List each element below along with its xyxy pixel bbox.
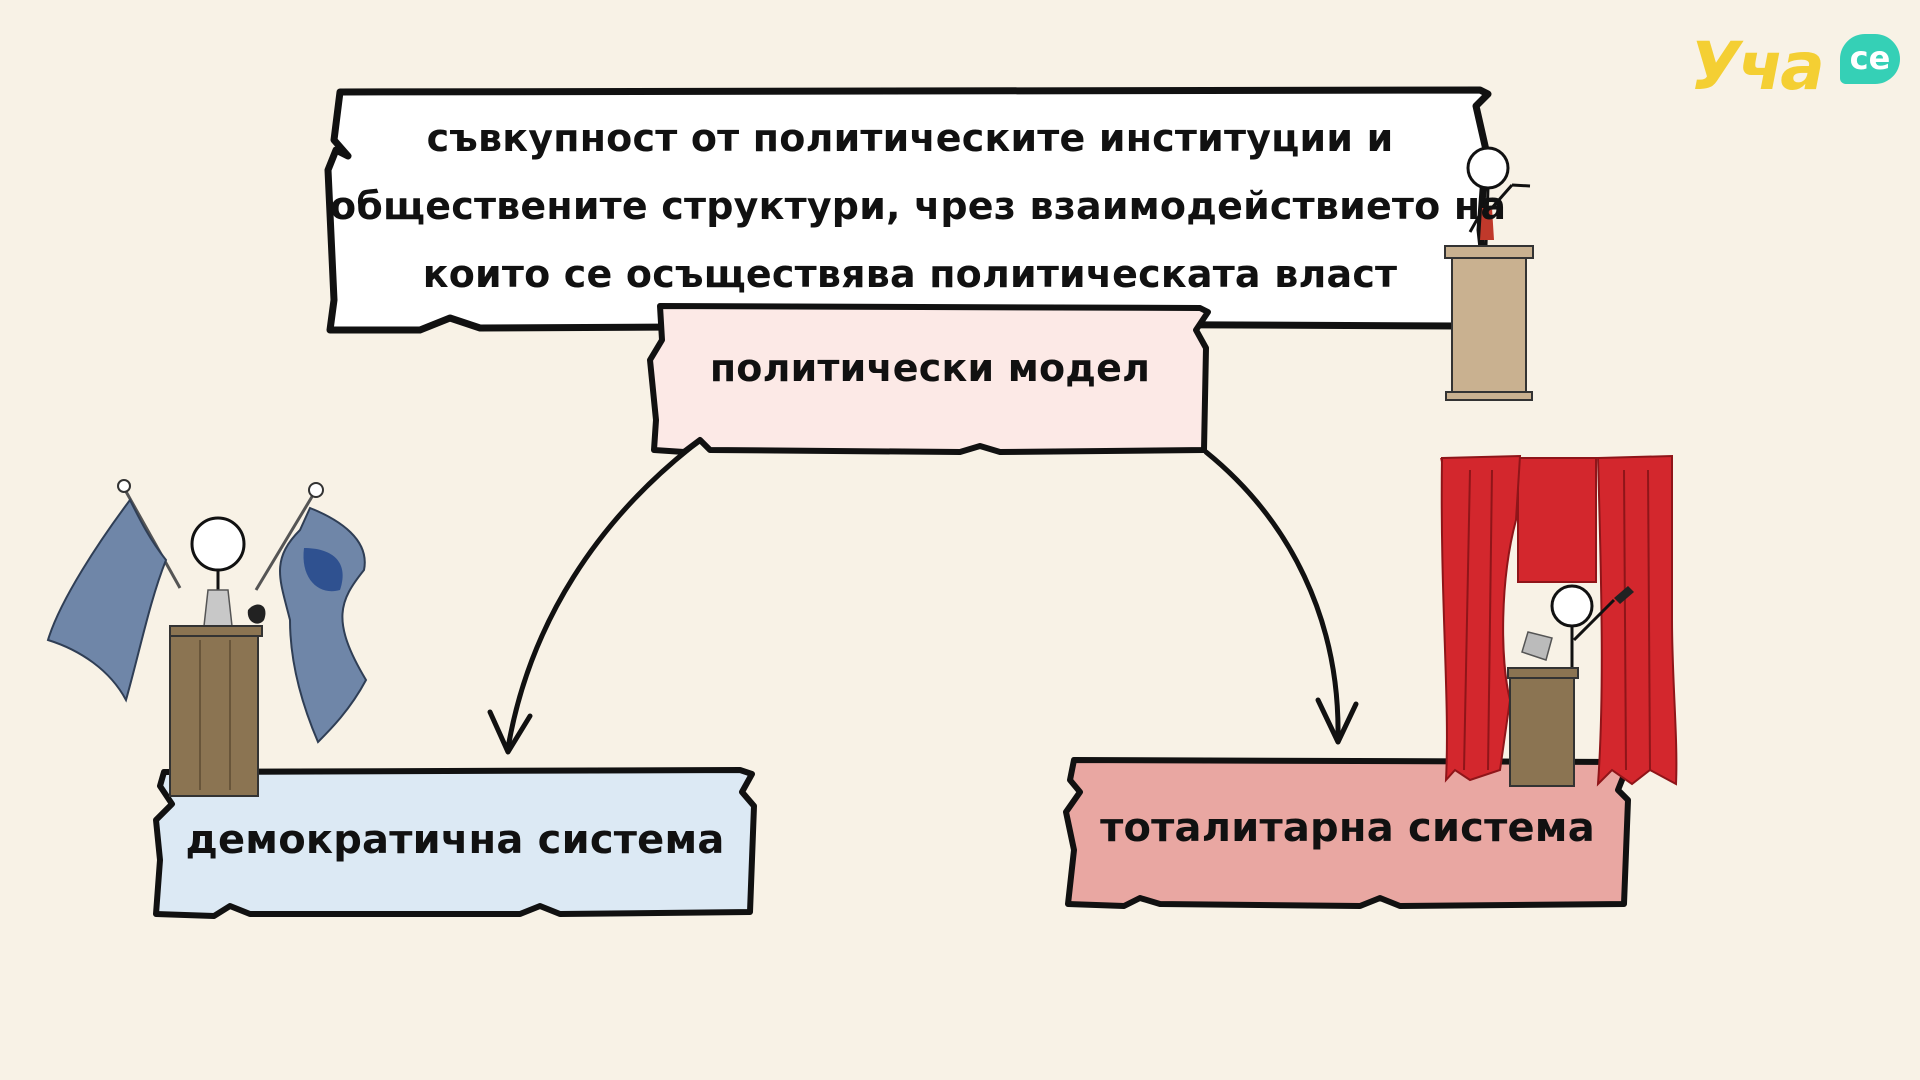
logo-wordmark: Уча: [1690, 28, 1825, 105]
definition-text: съвкупност от политическите институции и…: [330, 104, 1507, 308]
democracy-box: [153, 767, 757, 919]
brand-logo: Уча се: [1690, 22, 1900, 112]
democracy-label: демократична система: [185, 817, 725, 863]
arrow-right-icon: [1203, 449, 1359, 745]
arrow-left-icon: [487, 445, 693, 755]
definition-line-1: съвкупност от политическите институции и: [426, 116, 1394, 160]
totalitarian-label: тоталитарна система: [1100, 805, 1595, 851]
flags-podium-icon: [46, 479, 368, 797]
speaker-podium-icon: [1444, 146, 1534, 401]
red-curtain-podium-icon: [1440, 454, 1678, 787]
model-box: [647, 303, 1211, 455]
definition-line-2: обществените структури, чрез взаимодейст…: [330, 184, 1507, 228]
logo-bubble: се: [1840, 34, 1900, 84]
definition-line-3: които се осъществява политическата власт: [422, 252, 1398, 296]
totalitarian-box: [1063, 757, 1631, 909]
model-label: политически модел: [709, 346, 1151, 390]
